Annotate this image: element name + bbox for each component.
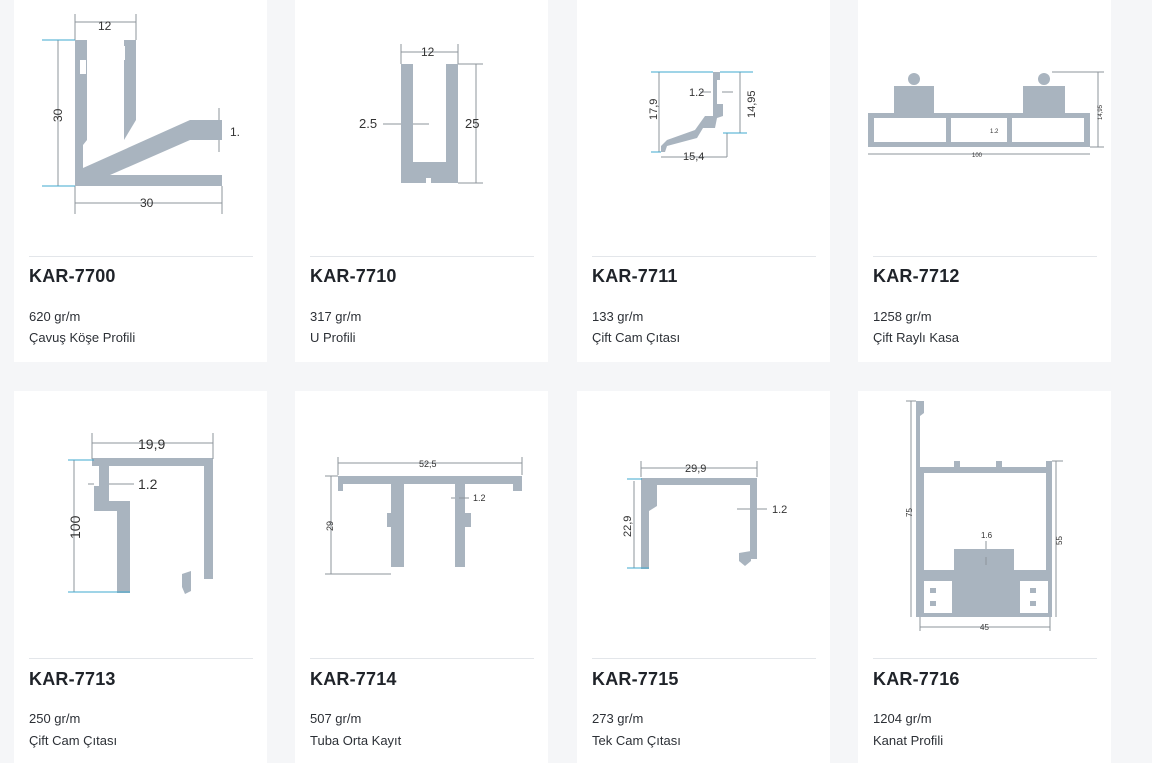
product-name: Çift Raylı Kasa xyxy=(873,330,959,345)
product-name: Çift Cam Çıtası xyxy=(29,733,118,748)
profile-drawing: 14,95 1.2 100 xyxy=(868,71,1104,159)
card-divider xyxy=(310,658,534,659)
dimension-label: 12 xyxy=(98,19,112,33)
product-weight: 317 gr/m xyxy=(310,309,362,324)
product-code[interactable]: KAR-7711 xyxy=(592,266,678,286)
product-code[interactable]: KAR-7714 xyxy=(310,669,397,689)
profile-drawing: 1.2 17,9 14,95 15,4 xyxy=(648,71,758,163)
product-name: Çift Cam Çıtası xyxy=(592,330,681,345)
dimension-label: 100 xyxy=(972,153,983,159)
profile-drawing: 52,5 1.2 29 xyxy=(325,457,523,575)
dimension-label: 15,4 xyxy=(683,151,704,163)
product-weight: 250 gr/m xyxy=(29,711,81,726)
dimension-label: 12 xyxy=(421,45,435,59)
card-divider xyxy=(592,658,816,659)
product-card[interactable]: 14,95 1.2 100 KAR-7712 1258 gr/m Çift Ra… xyxy=(858,0,1111,362)
product-card[interactable]: 19,9 1.2 100 KAR-7713 250 gr/m Çift Cam … xyxy=(14,391,267,763)
product-name: Tek Cam Çıtası xyxy=(592,733,681,748)
product-code[interactable]: KAR-7712 xyxy=(873,266,960,286)
dimension-label: 1. xyxy=(230,125,240,139)
product-weight: 1258 gr/m xyxy=(873,309,932,324)
product-card[interactable]: 12 30 1. 30 KAR-7700 620 gr/m Çavuş Köşe… xyxy=(14,0,267,362)
dimension-label: 29 xyxy=(325,521,335,531)
product-code[interactable]: KAR-7713 xyxy=(29,669,116,689)
dimension-label: 30 xyxy=(51,108,65,122)
card-divider xyxy=(29,658,253,659)
profile-drawing: 12 2.5 25 xyxy=(359,44,483,184)
dimension-label: 1.2 xyxy=(990,129,999,135)
dimension-label: 22,9 xyxy=(622,516,634,537)
dimension-label: 75 xyxy=(905,508,914,517)
dimension-label: 100 xyxy=(67,515,83,539)
product-code[interactable]: KAR-7700 xyxy=(29,266,116,286)
profile-drawing: 12 30 1. 30 xyxy=(42,14,240,214)
dimension-label: 30 xyxy=(140,196,154,210)
dimension-label: 19,9 xyxy=(138,436,165,452)
dimension-label: 1.2 xyxy=(473,493,486,503)
product-code[interactable]: KAR-7710 xyxy=(310,266,397,286)
product-card[interactable]: 12 2.5 25 KAR-7710 317 gr/m U Profili xyxy=(295,0,548,362)
product-card[interactable]: 52,5 1.2 29 KAR-7714 507 gr/m Tuba Orta … xyxy=(295,391,548,763)
card-divider xyxy=(873,658,1097,659)
dimension-label: 1.2 xyxy=(689,87,704,99)
product-card[interactable]: 75 55 1.6 45 KAR-7716 1204 gr/m Kanat Pr… xyxy=(858,391,1111,763)
product-weight: 507 gr/m xyxy=(310,711,362,726)
profile-drawing: 75 55 1.6 45 xyxy=(905,400,1064,631)
dimension-label: 1.6 xyxy=(981,531,993,540)
card-divider xyxy=(873,256,1097,257)
product-card[interactable]: 1.2 17,9 14,95 15,4 KAR-7711 133 gr/m Çi… xyxy=(577,0,830,362)
dimension-label: 1.2 xyxy=(138,476,158,492)
card-divider xyxy=(592,256,816,257)
product-name: U Profili xyxy=(310,330,356,345)
dimension-label: 29,9 xyxy=(685,463,706,475)
dimension-label: 45 xyxy=(980,623,989,631)
dimension-label: 14,95 xyxy=(746,90,758,118)
product-code[interactable]: KAR-7715 xyxy=(592,669,679,689)
product-code[interactable]: KAR-7716 xyxy=(873,669,960,689)
product-name: Kanat Profili xyxy=(873,733,944,748)
card-divider xyxy=(29,256,253,257)
product-card[interactable]: 29,9 1.2 22,9 KAR-7715 273 gr/m Tek Cam … xyxy=(577,391,830,763)
dimension-label: 2.5 xyxy=(359,116,377,131)
profile-drawing: 19,9 1.2 100 xyxy=(67,433,214,594)
dimension-label: 1.2 xyxy=(772,504,787,516)
dimension-label: 14,95 xyxy=(1098,104,1104,120)
dimension-label: 25 xyxy=(465,116,479,131)
dimension-label: 17,9 xyxy=(648,99,660,120)
profile-drawing: 29,9 1.2 22,9 xyxy=(622,461,787,569)
product-weight: 273 gr/m xyxy=(592,711,644,726)
product-name: Tuba Orta Kayıt xyxy=(310,733,402,748)
product-weight: 1204 gr/m xyxy=(873,711,932,726)
product-weight: 133 gr/m xyxy=(592,309,644,324)
dimension-label: 55 xyxy=(1055,536,1064,545)
product-name: Çavuş Köşe Profili xyxy=(29,330,136,345)
product-weight: 620 gr/m xyxy=(29,309,81,324)
dimension-label: 52,5 xyxy=(419,459,437,469)
card-divider xyxy=(310,256,534,257)
